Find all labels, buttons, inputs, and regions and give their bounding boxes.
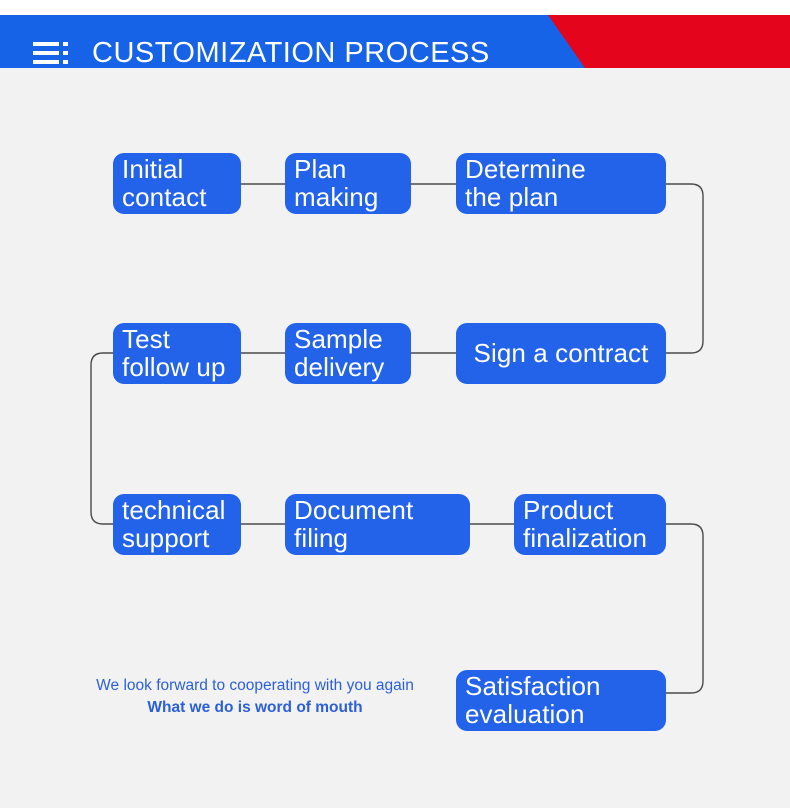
tagline-line-1: We look forward to cooperating with you … (96, 677, 414, 694)
node-line: Test (122, 323, 171, 354)
header-red-accent (548, 15, 790, 68)
node-initial-contact[interactable]: Initial contact (113, 153, 241, 214)
node-line: finalization (523, 522, 648, 553)
node-line: Plan (294, 153, 347, 184)
node-line: Initial (122, 153, 184, 184)
node-line: Product (523, 494, 614, 525)
node-line: Sign a contract (473, 337, 649, 368)
node-sign-a-contract[interactable]: Sign a contract (456, 323, 666, 384)
node-line: contact (122, 181, 207, 212)
menu-dot-2 (63, 51, 68, 55)
node-line: Document (294, 494, 414, 525)
menu-bar-2 (33, 51, 59, 55)
node-product-finalization[interactable]: Product finalization (514, 494, 666, 555)
node-line: Sample (294, 323, 383, 354)
node-line: filing (294, 522, 349, 553)
node-line: Satisfaction (465, 670, 601, 701)
node-line: Determine (465, 153, 586, 184)
node-satisfaction-evaluation[interactable]: Satisfaction evaluation (456, 670, 666, 731)
menu-bar-1 (33, 42, 59, 46)
node-line: making (294, 181, 379, 212)
page-header: CUSTOMIZATION PROCESS (0, 15, 790, 68)
tagline-line-2: What we do is word of mouth (147, 699, 363, 717)
node-line: support (122, 522, 210, 553)
connector-product-to-satisfaction (666, 523, 704, 694)
page-title: CUSTOMIZATION PROCESS (92, 37, 490, 68)
closing-tagline: We look forward to cooperating with you … (50, 675, 460, 720)
top-white-strip (0, 0, 790, 15)
node-sample-delivery[interactable]: Sample delivery (285, 323, 411, 384)
node-plan-making[interactable]: Plan making (285, 153, 411, 214)
hamburger-menu-icon[interactable] (33, 42, 71, 64)
menu-dot-3 (63, 60, 68, 64)
node-line: delivery (294, 351, 385, 382)
node-determine-the-plan[interactable]: Determine the plan (456, 153, 666, 214)
connector-determine-to-sign (666, 183, 704, 354)
node-technical-support[interactable]: technical support (113, 494, 241, 555)
node-document-filing[interactable]: Document filing (285, 494, 470, 555)
menu-dot-1 (63, 42, 68, 46)
node-line: evaluation (465, 698, 585, 729)
node-line: technical (122, 494, 226, 525)
node-line: follow up (122, 351, 226, 382)
node-line: the plan (465, 181, 559, 212)
node-test-follow-up[interactable]: Test follow up (113, 323, 241, 384)
connector-test-to-technical (90, 352, 113, 525)
menu-bar-3 (33, 60, 59, 64)
